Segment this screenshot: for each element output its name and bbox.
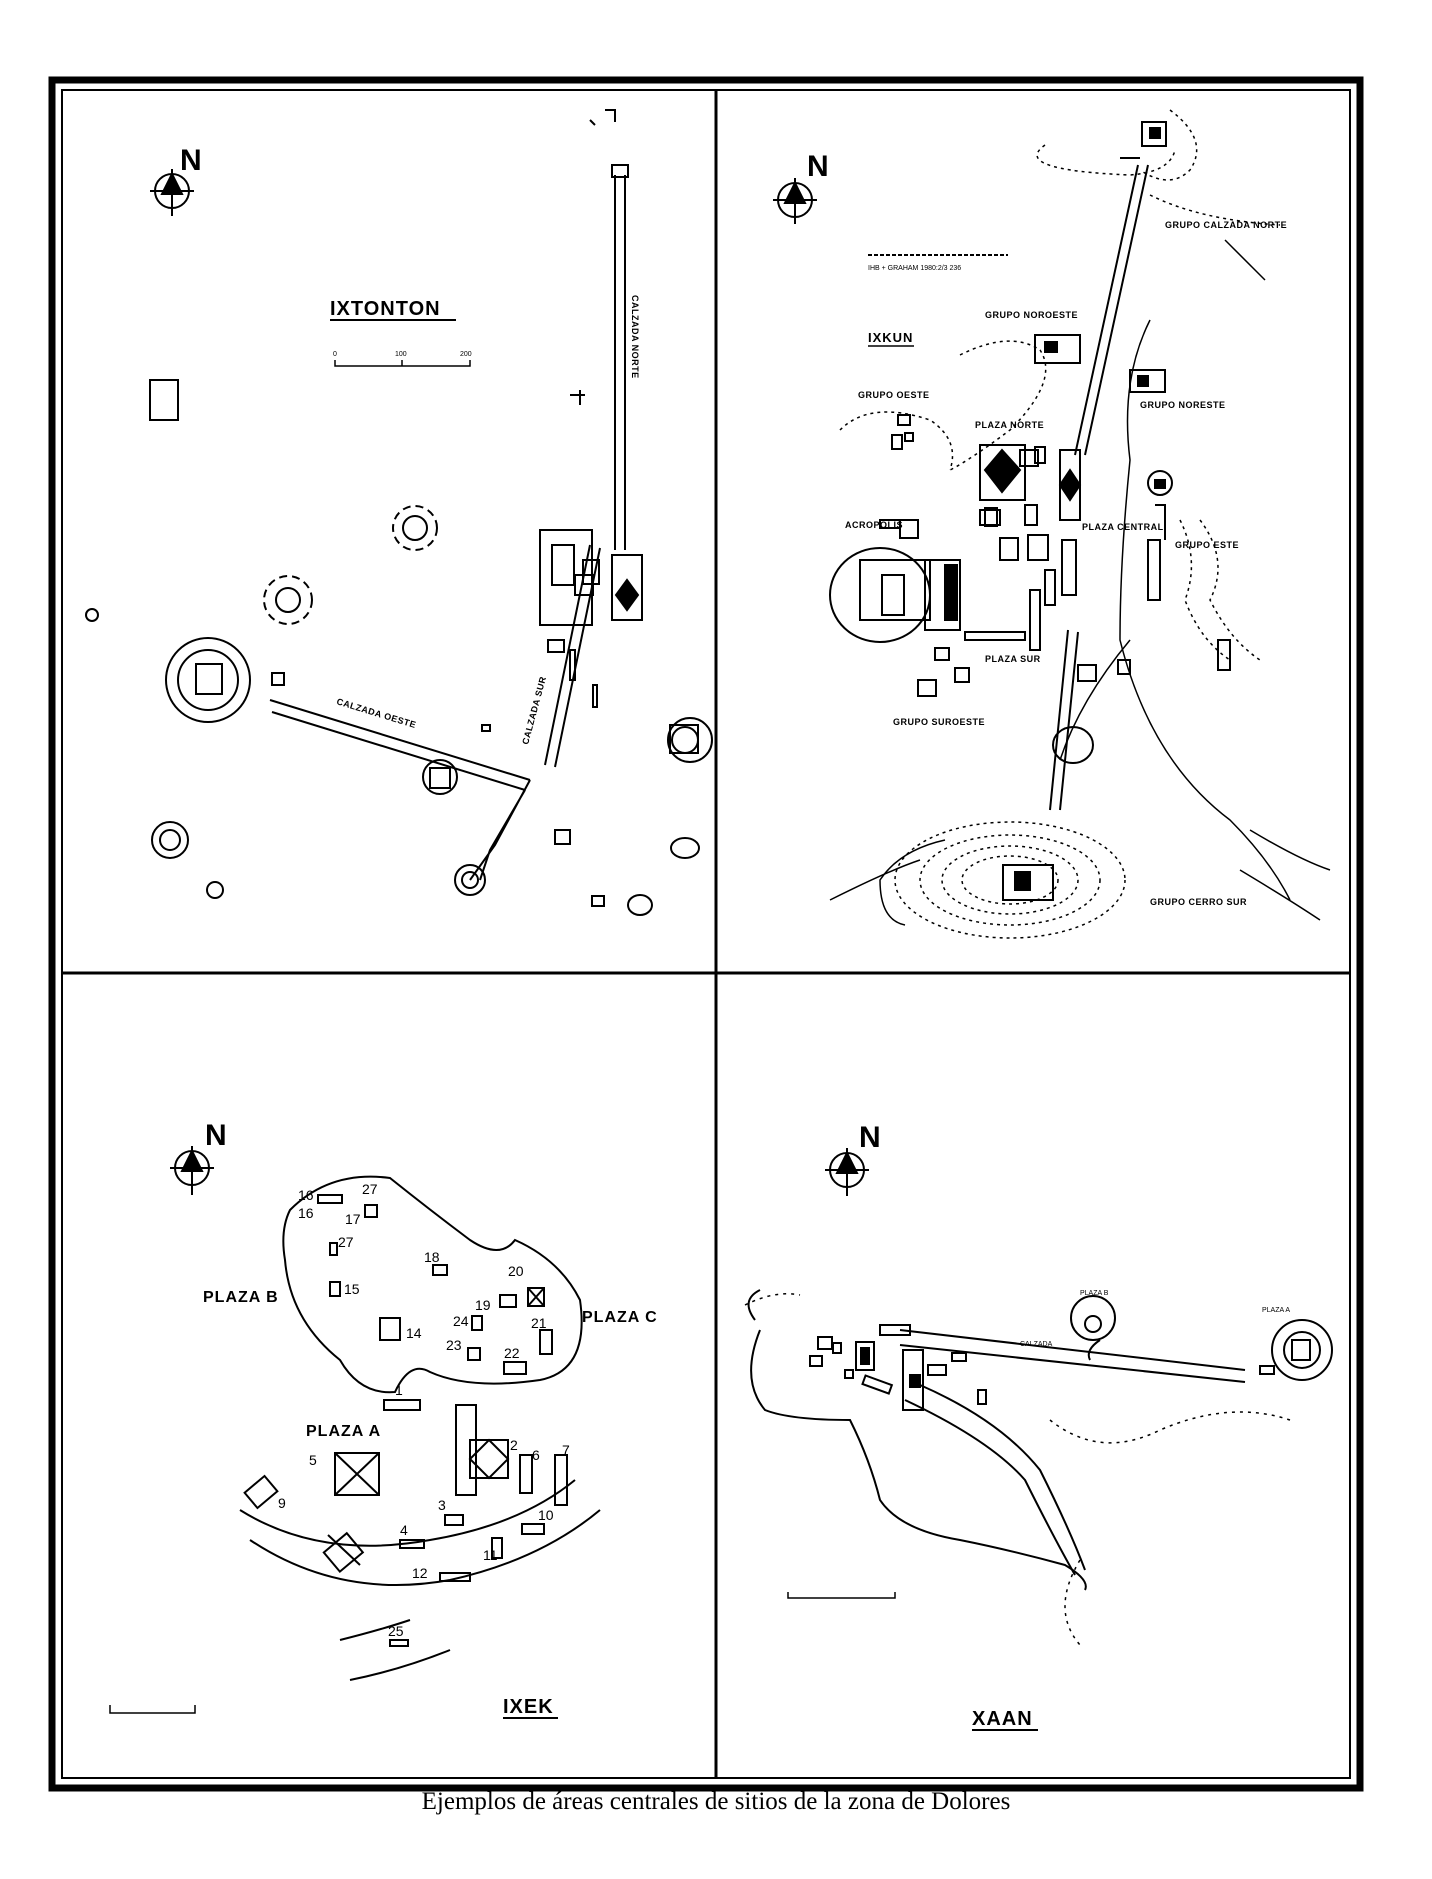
label-grupo-cerro-sur: GRUPO CERRO SUR <box>1150 897 1247 907</box>
label-plaza-norte: PLAZA NORTE <box>975 420 1044 430</box>
svg-text:18: 18 <box>424 1249 440 1265</box>
svg-text:16: 16 <box>298 1205 314 1221</box>
svg-text:27: 27 <box>338 1234 354 1250</box>
svg-text:9: 9 <box>278 1495 286 1511</box>
label-grupo-suroeste: GRUPO SUROESTE <box>893 717 985 727</box>
svg-text:21: 21 <box>531 1315 547 1331</box>
map-ixkun: N IHB + GRAHAM 1980:2/3 236 IXKUN <box>773 109 1331 939</box>
label-acropolis: ACROPOLIS <box>845 520 903 530</box>
label-calzada-sur: CALZADA SUR <box>520 675 548 745</box>
svg-text:5: 5 <box>309 1452 317 1468</box>
plaza-outlines-ixek <box>239 1175 601 1681</box>
label-grupo-este: GRUPO ESTE <box>1175 540 1239 550</box>
contours-xaan <box>744 1293 1291 1646</box>
structure-numbers-ixek: 1 2 3 4 5 6 7 9 10 11 12 14 15 16 16 17 … <box>278 1181 570 1639</box>
scale-bar-ixtonton: 0 100 200 <box>333 351 472 367</box>
svg-text:22: 22 <box>504 1345 520 1361</box>
north-arrow-ixek: N <box>170 1119 227 1195</box>
svg-text:25: 25 <box>388 1623 404 1639</box>
label-plaza-sur: PLAZA SUR <box>985 654 1041 664</box>
map-xaan: N <box>744 1121 1333 1731</box>
label-calzada-xaan: CALZADA <box>1020 1341 1053 1348</box>
structures-ixek <box>243 1194 568 1647</box>
label-grupo-noroeste: GRUPO NOROESTE <box>985 310 1078 320</box>
contours-ixkun <box>839 109 1281 939</box>
label-calzada-oeste: CALZADA OESTE <box>335 696 417 730</box>
svg-text:1: 1 <box>395 1382 403 1398</box>
map-credit-ixkun: IHB + GRAHAM 1980:2/3 236 <box>868 265 961 272</box>
map-ixek: N <box>109 1119 658 1719</box>
svg-text:11: 11 <box>483 1547 498 1563</box>
label-plaza-central: PLAZA CENTRAL <box>1082 522 1164 532</box>
north-label: N <box>807 150 829 183</box>
north-label: N <box>180 144 202 177</box>
label-grupo-noreste: GRUPO NORESTE <box>1140 400 1226 410</box>
svg-text:4: 4 <box>400 1522 408 1538</box>
svg-text:15: 15 <box>344 1281 360 1297</box>
svg-text:27: 27 <box>362 1181 378 1197</box>
svg-text:14: 14 <box>406 1325 422 1341</box>
scale-bar-ixek <box>109 1705 196 1714</box>
label-calzada-norte: CALZADA NORTE <box>630 295 640 379</box>
structures-xaan <box>747 1289 1333 1591</box>
label-plaza-a: PLAZA A <box>306 1423 381 1440</box>
svg-text:100: 100 <box>395 351 407 358</box>
label-plaza-c: PLAZA C <box>582 1309 658 1326</box>
map-title-xaan: XAAN <box>972 1708 1033 1730</box>
scale-bar-xaan <box>787 1592 896 1599</box>
label-grupo-oeste: GRUPO OESTE <box>858 390 930 400</box>
svg-text:24: 24 <box>453 1313 469 1329</box>
north-arrow-xaan: N <box>825 1121 881 1196</box>
map-title-ixtonton: IXTONTON <box>330 298 441 320</box>
svg-text:20: 20 <box>508 1263 524 1279</box>
svg-text:17: 17 <box>345 1211 361 1227</box>
svg-text:6: 6 <box>532 1447 540 1463</box>
svg-text:7: 7 <box>562 1442 570 1458</box>
svg-text:200: 200 <box>460 351 472 358</box>
svg-text:3: 3 <box>438 1497 446 1513</box>
map-title-ixkun: IXKUN <box>868 330 913 345</box>
north-arrow-ixtonton: N <box>150 144 202 216</box>
frame <box>48 76 1364 1792</box>
svg-text:2: 2 <box>510 1437 518 1453</box>
label-plaza-a-xaan: PLAZA A <box>1262 1307 1290 1314</box>
label-plaza-b: PLAZA B <box>203 1289 279 1306</box>
svg-text:10: 10 <box>538 1507 554 1523</box>
streams-ixkun <box>829 239 1331 926</box>
svg-text:19: 19 <box>475 1297 491 1313</box>
map-ixtonton: N IXTONTON 0 100 200 CALZADA NORTE CALZA… <box>85 109 713 916</box>
north-label: N <box>205 1119 227 1152</box>
label-grupo-calzada-norte: GRUPO CALZADA NORTE <box>1165 220 1287 230</box>
svg-text:23: 23 <box>446 1337 462 1353</box>
svg-text:0: 0 <box>333 351 337 358</box>
label-plaza-b-xaan: PLAZA B <box>1080 1290 1109 1297</box>
structures-ixkun <box>829 121 1231 901</box>
figure-caption: Ejemplos de áreas centrales de sitios de… <box>421 1788 1011 1815</box>
map-title-ixek: IXEK <box>503 1696 554 1718</box>
central-complex-ixtonton <box>85 109 713 916</box>
north-label: N <box>859 1121 881 1154</box>
north-arrow-ixkun: N <box>773 150 829 224</box>
svg-text:16: 16 <box>298 1187 314 1203</box>
svg-text:12: 12 <box>412 1565 428 1581</box>
